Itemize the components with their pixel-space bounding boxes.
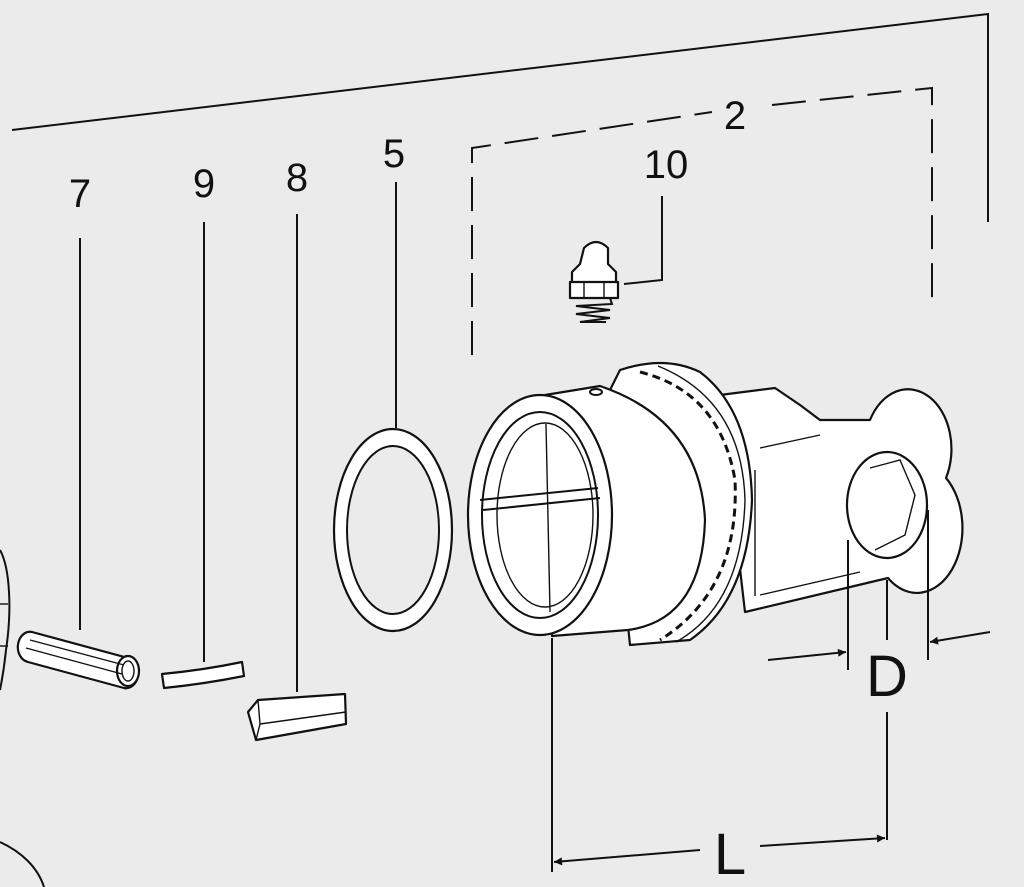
label-8: 8	[286, 156, 308, 200]
assembly-bracket-line	[11, 12, 989, 222]
yoke-hub-part-2	[466, 361, 964, 647]
dimension-d	[767, 510, 991, 670]
seal-ring-part-5	[332, 427, 454, 633]
part-2-dashed-bracket	[471, 86, 933, 355]
spring-pin-part-7	[16, 630, 141, 690]
label-7: 7	[69, 172, 91, 216]
dimension-l	[551, 580, 888, 872]
dimension-label-d: D	[866, 644, 908, 709]
key-part-8	[246, 692, 348, 742]
label-10: 10	[644, 143, 689, 187]
label-2: 2	[724, 94, 746, 138]
leader-lines	[79, 182, 663, 692]
label-9: 9	[193, 162, 215, 206]
grease-nipple-part-10	[568, 240, 620, 323]
partial-part-left-edge	[0, 549, 45, 887]
label-5: 5	[383, 132, 405, 176]
dimension-label-l: L	[714, 822, 746, 887]
clip-part-9	[160, 660, 246, 690]
